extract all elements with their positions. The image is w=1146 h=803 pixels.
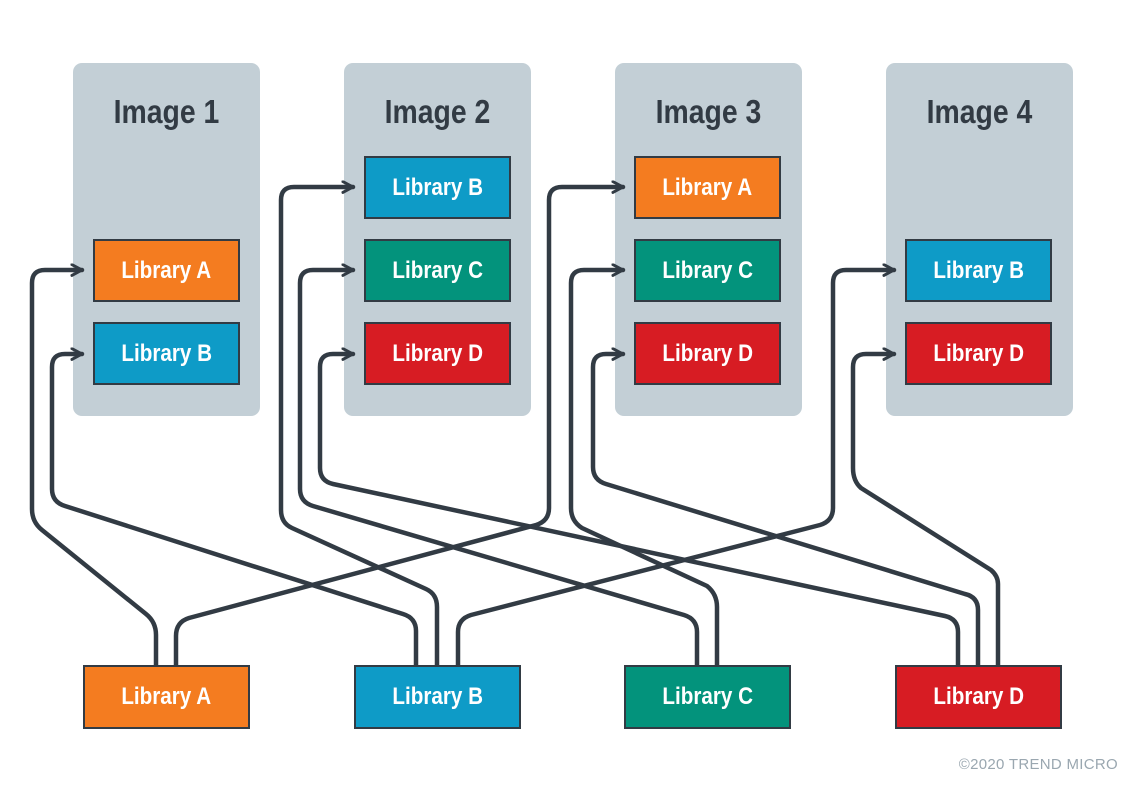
source-library-c: Library C xyxy=(624,665,791,729)
image-3-title: Image 3 xyxy=(655,93,762,130)
wire-c-to-image3 xyxy=(568,270,720,668)
source-library-a: Library A xyxy=(83,665,250,729)
image-2-library-d: Library D xyxy=(364,322,511,385)
wire-d-to-image4 xyxy=(850,354,1001,668)
wire-a-to-image3 xyxy=(173,187,626,668)
wire-c-to-image2 xyxy=(297,270,700,668)
image-2-library-b: Library B xyxy=(364,156,511,219)
image-2-library-c: Library C xyxy=(364,239,511,302)
image-3-library-a: Library A xyxy=(634,156,781,219)
wire-a-to-image1 xyxy=(29,270,159,668)
wire-b-to-image1 xyxy=(49,354,419,668)
copyright-credit: ©2020 TREND MICRO xyxy=(958,756,1118,773)
image-1-library-b: Library B xyxy=(93,322,240,385)
image-3-library-c: Library C xyxy=(634,239,781,302)
wire-d-to-image3 xyxy=(590,354,981,668)
image-2-title: Image 2 xyxy=(384,93,491,130)
wire-b-to-image2 xyxy=(278,187,440,668)
image-3-library-d: Library D xyxy=(634,322,781,385)
image-4-library-d: Library D xyxy=(905,322,1052,385)
image-1-title: Image 1 xyxy=(113,93,220,130)
wire-b-to-image4 xyxy=(455,270,897,668)
source-library-b: Library B xyxy=(354,665,521,729)
image-4-title: Image 4 xyxy=(926,93,1033,130)
image-1-library-a: Library A xyxy=(93,239,240,302)
source-library-d: Library D xyxy=(895,665,1062,729)
wire-d-to-image2 xyxy=(317,354,961,668)
image-4-library-b: Library B xyxy=(905,239,1052,302)
